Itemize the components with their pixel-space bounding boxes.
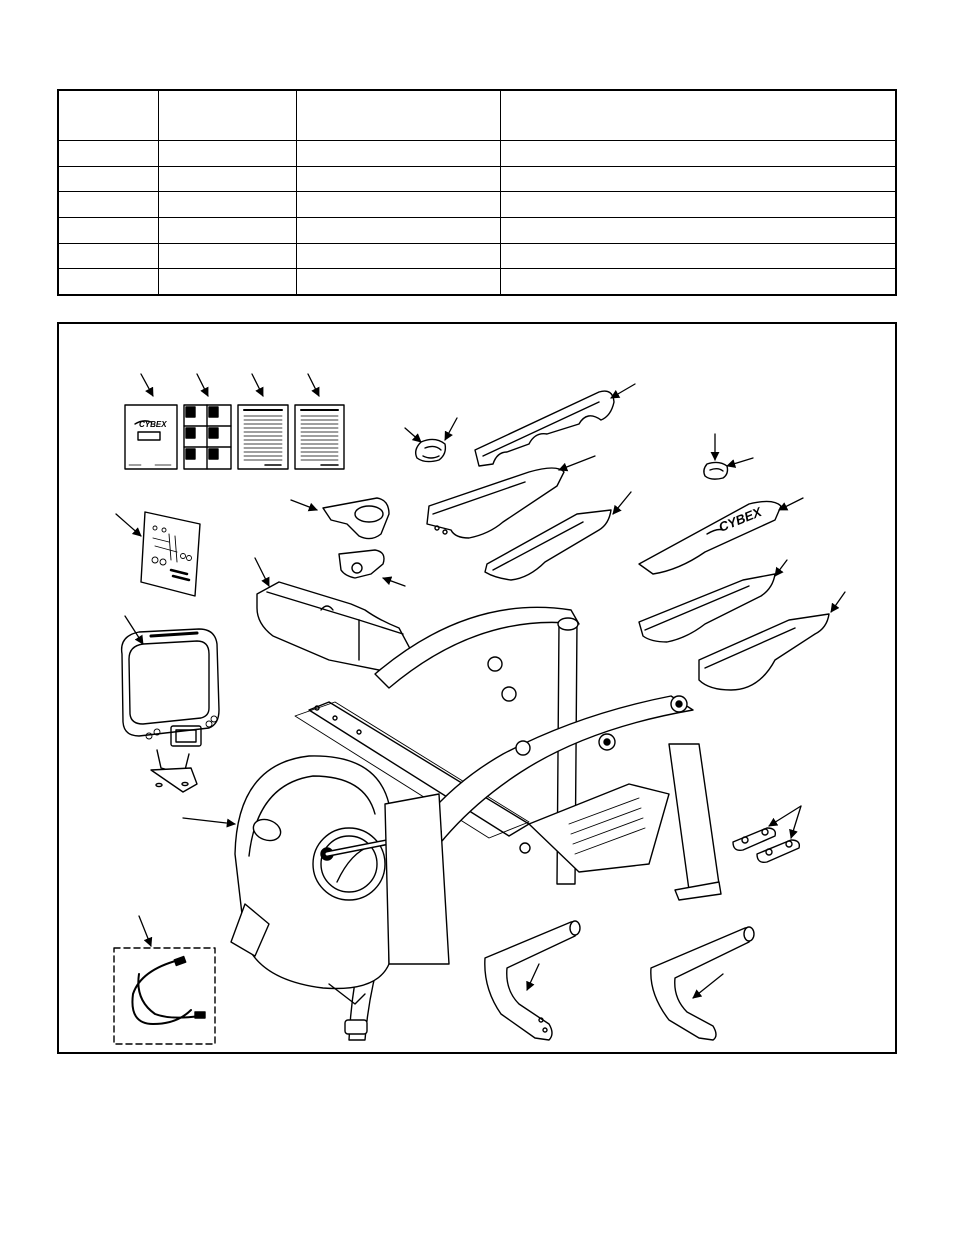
foot-pad-icon [732, 827, 801, 864]
svg-text:6: 6 [211, 450, 217, 461]
svg-text:2: 2 [211, 408, 217, 419]
svg-text:4: 4 [211, 429, 217, 440]
shroud-icon [256, 581, 416, 675]
shroud-icon [703, 461, 729, 480]
handlebar-icon [484, 920, 581, 1041]
table-header-row [57, 89, 897, 142]
header-cell [296, 89, 501, 142]
shroud-icon [474, 390, 615, 467]
hardware-bag-icon [140, 511, 201, 597]
header-cell [158, 89, 297, 142]
shroud-icon [638, 573, 776, 643]
table-row [57, 191, 897, 219]
handlebar-icon [650, 926, 755, 1041]
console-icon [120, 628, 220, 793]
parts-table [57, 89, 897, 296]
header-cell [57, 89, 159, 142]
svg-text:5: 5 [188, 450, 194, 461]
header-cell [500, 89, 897, 142]
shroud-icon [338, 549, 385, 579]
manual-booklet-icon: CYBEX [124, 404, 178, 470]
parts-illustration: CYBEX 1 2 3 4 5 6 [57, 322, 897, 1054]
leader-arrow-icon [115, 373, 846, 999]
svg-text:1: 1 [188, 408, 194, 419]
power-cord-icon [113, 947, 216, 1045]
document-icon [237, 404, 289, 470]
shroud-icon [698, 613, 830, 691]
table-row [57, 217, 897, 244]
table-row [57, 268, 897, 296]
shroud-icon [414, 438, 447, 463]
svg-text:3: 3 [188, 429, 194, 440]
frame-icon [230, 606, 722, 1041]
brand-logo: CYBEX [139, 420, 167, 429]
table-row [57, 165, 897, 193]
document-icon [294, 404, 345, 470]
table-row [57, 140, 897, 167]
shroud-icon [322, 497, 390, 540]
shroud-icon: CYBEX [638, 500, 782, 575]
quick-guide-icon: 1 2 3 4 5 6 [183, 404, 232, 470]
shroud-icon [426, 467, 565, 539]
shroud-icon [484, 509, 612, 581]
table-row [57, 242, 897, 270]
